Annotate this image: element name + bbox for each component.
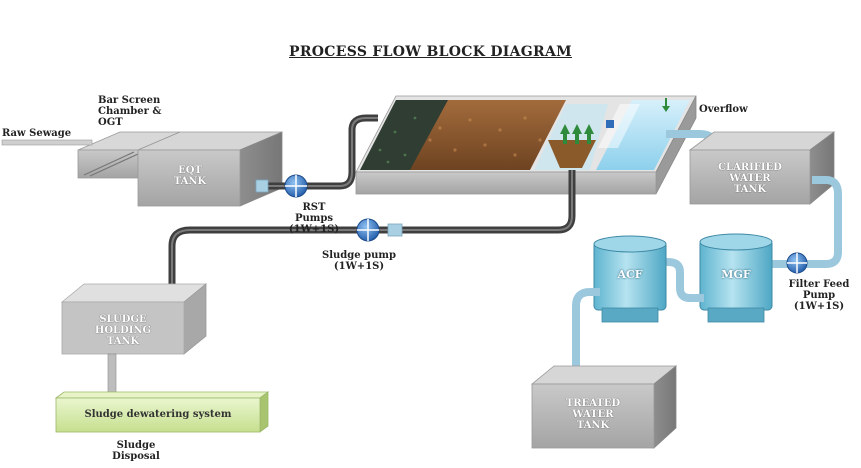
sludge-pump bbox=[356, 218, 380, 242]
sludge-disposal-label: Sludge Disposal bbox=[112, 440, 160, 462]
settling-tank bbox=[534, 104, 608, 170]
clarified-tank-label: CLARIFIED WATER TANK bbox=[718, 162, 782, 195]
bar-screen-chamber bbox=[77, 131, 181, 179]
treated-water-tank bbox=[530, 365, 678, 449]
rst-pump bbox=[284, 174, 308, 198]
acf-label: ACF bbox=[617, 268, 643, 281]
sludge-pump-label: Sludge pump (1W+1S) bbox=[322, 250, 396, 272]
bar-screen-label: Bar Screen Chamber & OGT bbox=[98, 95, 162, 128]
bioreactor-complex bbox=[355, 95, 697, 195]
overflow-label: Overflow bbox=[699, 104, 748, 115]
rst-pipe-connector bbox=[255, 179, 269, 193]
sludge-dewatering-label: Sludge dewatering system bbox=[84, 409, 232, 420]
filter-feed-pump-label: Filter Feed Pump (1W+1S) bbox=[788, 279, 850, 312]
media-compartment-1 bbox=[360, 100, 456, 170]
dewatering-pipe bbox=[107, 353, 117, 399]
diagram-title: PROCESS FLOW BLOCK DIAGRAM bbox=[289, 44, 572, 60]
treated-tank-label: TREATED WATER TANK bbox=[565, 398, 621, 431]
sludge-dewatering-system bbox=[54, 391, 270, 433]
rst-pumps-label: RST Pumps (1W+1S) bbox=[288, 202, 340, 235]
sludge-pipe-connector bbox=[387, 223, 403, 237]
eqt-tank bbox=[137, 131, 283, 207]
acf-treated-pipe bbox=[572, 288, 600, 366]
filter-feed-pipe bbox=[800, 176, 842, 268]
filter-feed-pump bbox=[786, 252, 808, 274]
eqt-tank-label: EQT TANK bbox=[173, 165, 207, 187]
mgf-acf-pipe bbox=[654, 258, 704, 302]
sludge-holding-tank bbox=[60, 283, 208, 355]
mgf-vessel bbox=[699, 233, 773, 323]
raw-sewage-pipe bbox=[1, 139, 93, 146]
acf-vessel bbox=[593, 235, 667, 323]
media-compartment-3 bbox=[468, 100, 566, 170]
media-compartment-2 bbox=[410, 100, 512, 170]
raw-sewage-label: Raw Sewage bbox=[2, 128, 72, 139]
clarified-water-tank bbox=[688, 131, 836, 205]
mgf-label: MGF bbox=[721, 268, 751, 281]
sludge-holding-tank-label: SLUDGE HOLDING TANK bbox=[94, 314, 152, 347]
sludge-hopper bbox=[548, 140, 596, 168]
clear-water-compartment bbox=[596, 100, 690, 170]
rst-pipe-highlight bbox=[262, 117, 378, 187]
upflow-arrows bbox=[560, 124, 594, 144]
